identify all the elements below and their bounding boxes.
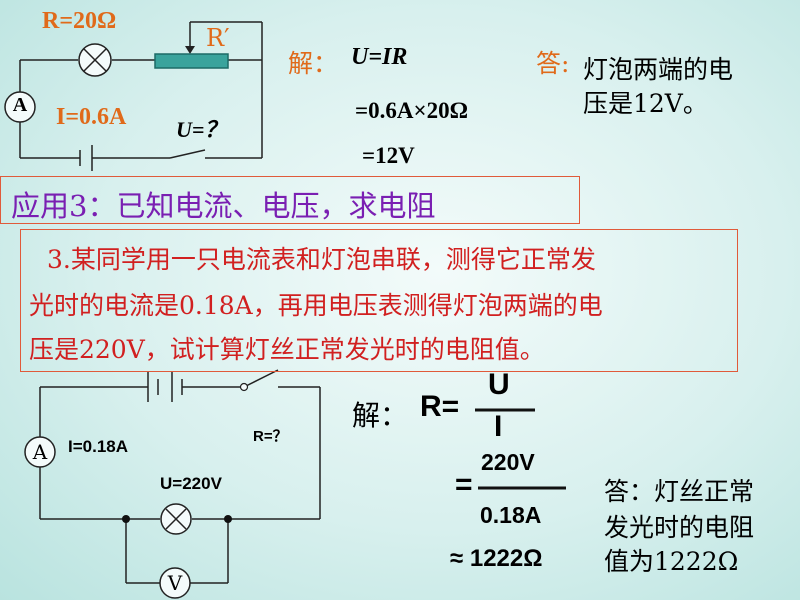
bottom-current-label: I=0.18A	[68, 437, 129, 456]
solution2-den-value: 0.18A	[480, 502, 542, 528]
solution1-step1: =0.6A×20Ω	[355, 98, 468, 123]
solution2-lhs: R=	[420, 390, 460, 423]
bottom-voltage-label: U=220V	[160, 474, 222, 493]
current-label: I=0.6A	[56, 104, 127, 130]
solution2-approx: ≈ 1222Ω	[450, 545, 543, 572]
lamp-icon	[78, 43, 112, 77]
ammeter-icon	[4, 91, 36, 123]
problem-box: 3.某同学用一只电流表和灯泡串联，测得它正常发 光时的电流是0.18A，再用电压…	[20, 229, 738, 372]
voltage-label: U=？	[176, 117, 227, 142]
resistor-label: R=20Ω	[42, 8, 117, 34]
junction-dot	[122, 515, 130, 523]
battery-cells-icon	[147, 372, 183, 402]
problem-line2: 光时的电流是0.18A，再用电压表测得灯泡两端的电	[29, 291, 603, 320]
answer2-line2: 发光时的电阻	[604, 513, 755, 542]
answer1-line1: 灯泡两端的电	[583, 55, 734, 84]
application-box: 应用3：已知电流、电压，求电阻	[0, 176, 580, 224]
solution2-prefix: 解：	[352, 399, 409, 432]
rheostat-icon	[154, 53, 229, 69]
junction-dot	[224, 515, 232, 523]
answer1-line2: 压是12V。	[583, 89, 708, 118]
lamp-icon	[160, 503, 192, 535]
application-title: 应用3：已知电流、电压，求电阻	[11, 189, 436, 223]
answer2-line3: 值为1222Ω	[604, 547, 739, 576]
solution1-formula: U=IR	[351, 44, 408, 70]
solution2-num-value: 220V	[481, 449, 535, 475]
bottom-ammeter-symbol: A	[32, 440, 48, 464]
bottom-resistance-label: R=？	[253, 428, 288, 445]
voltmeter-icon	[159, 567, 191, 599]
problem-line1: 3.某同学用一只电流表和灯泡串联，测得它正常发	[47, 245, 596, 274]
battery-icon	[79, 145, 93, 171]
ammeter-icon	[24, 436, 56, 468]
answer2-line1: 答：灯丝正常	[604, 477, 755, 506]
switch-icon	[239, 382, 249, 392]
rheostat-label: R′	[206, 24, 230, 52]
ammeter-symbol: A	[12, 94, 28, 116]
answer1-prefix: 答:	[536, 49, 570, 78]
problem-line3: 压是220V，试计算灯丝正常发光时的电阻值。	[29, 335, 545, 364]
solution2-eq: =	[455, 468, 473, 501]
voltmeter-symbol: V	[167, 571, 183, 595]
solution1-prefix: 解：	[288, 49, 339, 78]
solution1-step2: =12V	[362, 143, 415, 168]
solution2-denominator: I	[494, 410, 503, 443]
solution2-numerator: U	[488, 368, 510, 401]
